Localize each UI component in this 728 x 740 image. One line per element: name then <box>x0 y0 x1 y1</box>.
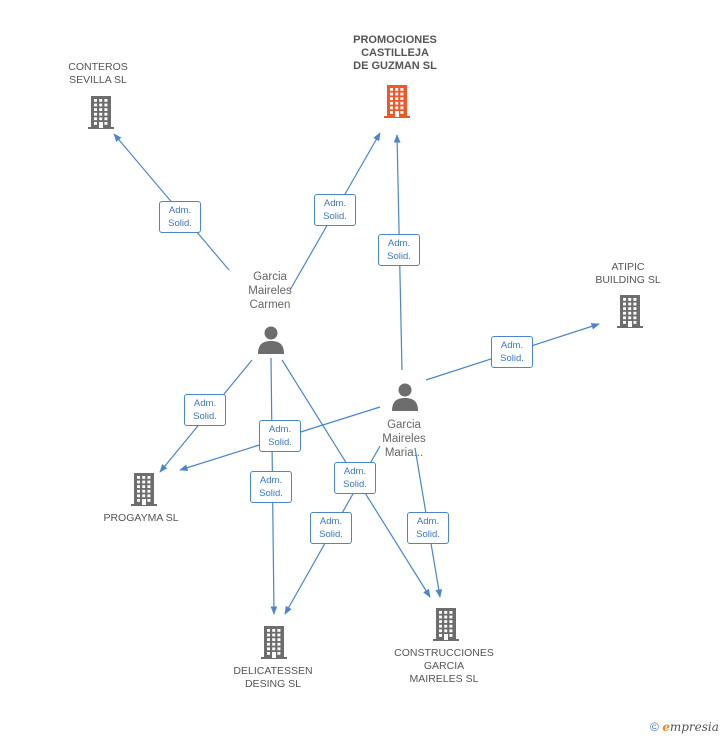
person-node-carmen[interactable] <box>256 325 286 360</box>
relation-label-maria-progayma[interactable]: Adm. Solid. <box>259 420 301 452</box>
relation-label-maria-atipic[interactable]: Adm. Solid. <box>491 336 533 368</box>
relation-label-maria-promociones[interactable]: Adm. Solid. <box>378 234 420 266</box>
person-node-maria[interactable] <box>390 382 420 417</box>
company-node-conteros[interactable] <box>85 94 117 135</box>
person-label-carmen[interactable]: Garcia Maireles Carmen <box>248 271 292 311</box>
brand-logo-e: e <box>662 720 670 734</box>
footer-brand: © empresia <box>650 720 719 734</box>
relation-label-maria-construcciones[interactable]: Adm. Solid. <box>407 512 449 544</box>
company-label-delicatessen[interactable]: DELICATESSEN DESING SL <box>233 665 313 690</box>
company-node-delicatessen[interactable] <box>258 624 290 665</box>
person-icon <box>392 383 418 411</box>
building-icon <box>433 608 459 641</box>
brand-name: mpresia <box>669 720 719 734</box>
building-icon <box>88 96 114 129</box>
company-node-progayma[interactable] <box>128 471 160 512</box>
copyright-symbol: © <box>650 720 659 734</box>
relation-label-carmen-progayma[interactable]: Adm. Solid. <box>184 394 226 426</box>
company-node-construcciones[interactable] <box>430 606 462 647</box>
person-icon <box>258 326 284 354</box>
company-label-construcciones[interactable]: CONSTRUCCIONES GARCIA MAIRELES SL <box>394 647 494 685</box>
building-icon <box>261 626 287 659</box>
relation-label-maria-delicatessen[interactable]: Adm. Solid. <box>310 512 352 544</box>
company-label-atipic[interactable]: ATIPIC BUILDING SL <box>595 261 661 286</box>
company-node-promociones[interactable] <box>381 83 413 124</box>
company-label-progayma[interactable]: PROGAYMA SL <box>103 512 179 524</box>
company-label-conteros[interactable]: CONTEROS SEVILLA SL <box>68 61 128 86</box>
building-icon <box>131 473 157 506</box>
relation-label-carmen-construcciones[interactable]: Adm. Solid. <box>334 462 376 494</box>
relation-label-carmen-delicatessen[interactable]: Adm. Solid. <box>250 471 292 503</box>
relation-label-carmen-promociones[interactable]: Adm. Solid. <box>314 194 356 226</box>
building-icon <box>384 85 410 118</box>
company-label-promociones[interactable]: PROMOCIONES CASTILLEJA DE GUZMAN SL <box>353 34 437 72</box>
person-label-maria[interactable]: Garcia Maireles Maria... <box>382 419 426 459</box>
building-icon <box>617 295 643 328</box>
relation-label-carmen-conteros[interactable]: Adm. Solid. <box>159 201 201 233</box>
company-node-atipic[interactable] <box>614 293 646 334</box>
